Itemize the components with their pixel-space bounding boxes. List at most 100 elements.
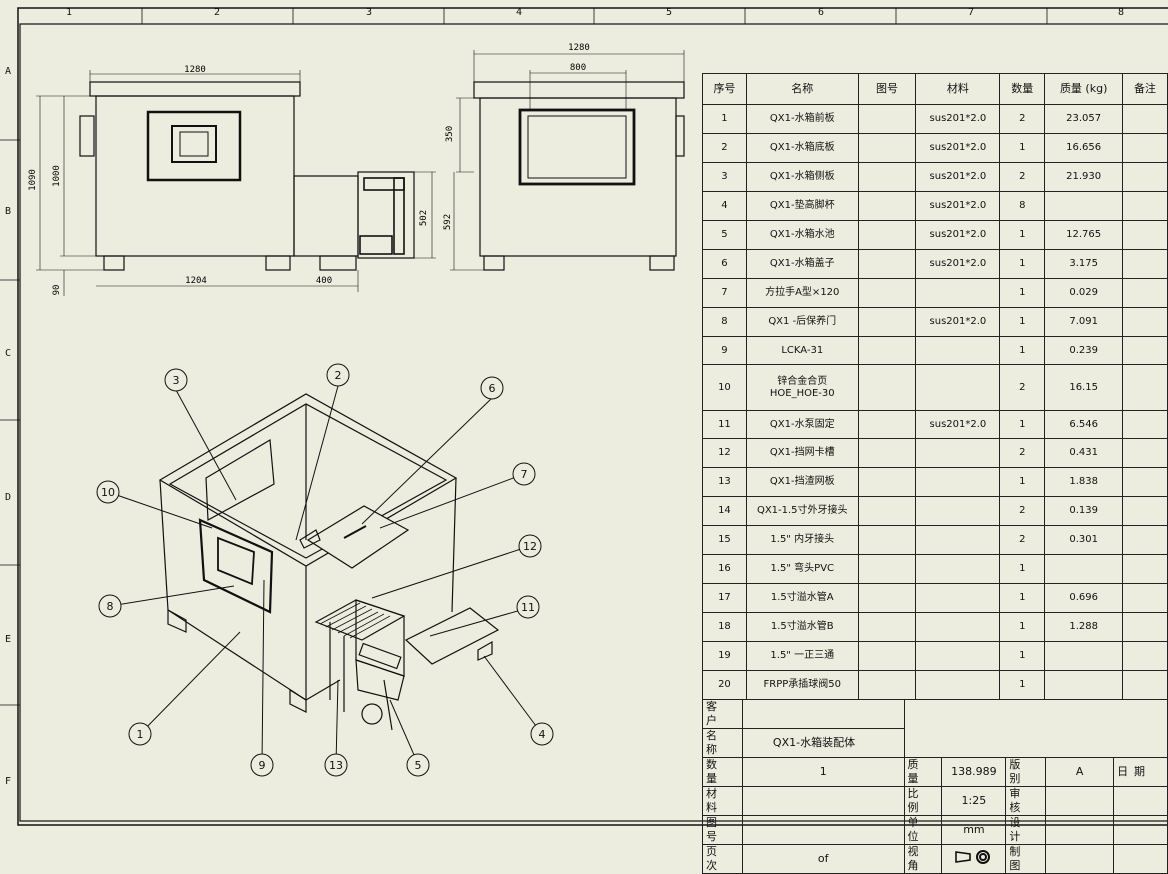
bom-header-quantity: 数量 bbox=[999, 73, 1046, 105]
zone-labels-top: 1 2 3 4 5 6 7 8 bbox=[18, 6, 1168, 20]
customer-label: 客户 bbox=[702, 699, 743, 729]
version-label: 版别 bbox=[1005, 757, 1047, 787]
bom-cell-index: 3 bbox=[702, 162, 747, 192]
bom-cell-index: 1 bbox=[702, 104, 747, 134]
bom-cell-material bbox=[915, 278, 1001, 308]
bom-cell-index: 2 bbox=[702, 133, 747, 163]
bom-cell-drawing-no bbox=[857, 525, 917, 555]
qty-label: 数量 bbox=[702, 757, 743, 787]
bom-cell-index: 19 bbox=[702, 641, 747, 671]
bom-cell-remark bbox=[1122, 133, 1168, 163]
bom-cell-index: 7 bbox=[702, 278, 747, 308]
version-value: A bbox=[1045, 757, 1115, 787]
zone-col-7: 7 bbox=[968, 7, 975, 18]
bom-cell-index: 15 bbox=[702, 525, 747, 555]
bom-cell-quantity: 8 bbox=[999, 191, 1046, 221]
title-blank-area bbox=[903, 699, 1168, 758]
bom-cell-quantity: 2 bbox=[999, 525, 1046, 555]
dim-front-box-width: 400 bbox=[316, 276, 332, 286]
side-view bbox=[473, 81, 685, 271]
bom-cell-remark bbox=[1122, 641, 1168, 671]
bom-cell-mass bbox=[1044, 191, 1124, 221]
dim-side-upper-height: 350 bbox=[445, 126, 455, 142]
draw-label: 制图 bbox=[1005, 844, 1047, 874]
bom-cell-material bbox=[915, 583, 1001, 613]
bom-cell-mass: 0.029 bbox=[1044, 278, 1124, 308]
draw-value bbox=[1045, 844, 1115, 874]
bom-cell-mass: 16.656 bbox=[1044, 133, 1124, 163]
bom-cell-quantity: 1 bbox=[999, 670, 1046, 700]
unit-value: mm bbox=[941, 815, 1007, 845]
design-label: 设计 bbox=[1005, 815, 1047, 845]
bom-cell-name: 1.5" 弯头PVC bbox=[745, 554, 859, 584]
date-label: 日期 bbox=[1113, 757, 1168, 787]
page-value: of bbox=[741, 844, 905, 874]
dim-side-window-width: 800 bbox=[570, 63, 586, 73]
dim-side-lower-height: 592 bbox=[443, 214, 453, 230]
bom-cell-drawing-no bbox=[857, 438, 917, 468]
zone-row-a: A bbox=[5, 66, 12, 77]
bom-cell-index: 8 bbox=[702, 307, 747, 337]
bom-cell-material bbox=[915, 554, 1001, 584]
design-value bbox=[1045, 815, 1115, 845]
bom-cell-name: QX1-水箱前板 bbox=[745, 104, 859, 134]
review-date bbox=[1113, 786, 1168, 816]
bom-cell-material bbox=[915, 670, 1001, 700]
dim-front-width-bottom: 1204 bbox=[185, 276, 207, 286]
bom-cell-material: sus201*2.0 bbox=[915, 307, 1001, 337]
bom-cell-name: QX1-挡网卡槽 bbox=[745, 438, 859, 468]
bom-cell-drawing-no bbox=[857, 496, 917, 526]
bom-cell-drawing-no bbox=[857, 307, 917, 337]
zone-col-4: 4 bbox=[516, 7, 523, 18]
bom-cell-mass bbox=[1044, 670, 1124, 700]
bom-cell-drawing-no bbox=[857, 191, 917, 221]
front-view-dimensions bbox=[36, 70, 359, 296]
review-value bbox=[1045, 786, 1115, 816]
bom-cell-remark bbox=[1122, 670, 1168, 700]
bom-cell-drawing-no bbox=[857, 336, 917, 365]
view-label: 视角 bbox=[903, 844, 943, 874]
bom-cell-remark bbox=[1122, 191, 1168, 221]
bom-cell-name: QX1-水箱水池 bbox=[745, 220, 859, 250]
bom-cell-material bbox=[915, 525, 1001, 555]
bom-cell-remark bbox=[1122, 612, 1168, 642]
bom-cell-name: 1.5寸溢水管A bbox=[745, 583, 859, 613]
bom-cell-remark bbox=[1122, 307, 1168, 337]
bom-cell-index: 10 bbox=[702, 364, 747, 411]
bom-cell-mass: 1.288 bbox=[1044, 612, 1124, 642]
bom-cell-mass: 0.139 bbox=[1044, 496, 1124, 526]
unit-label: 单位 bbox=[903, 815, 943, 845]
bom-cell-material: sus201*2.0 bbox=[915, 249, 1001, 279]
front-view bbox=[79, 81, 415, 271]
bom-cell-quantity: 1 bbox=[999, 467, 1046, 497]
zone-row-f: F bbox=[5, 776, 12, 787]
bom-cell-material bbox=[915, 438, 1001, 468]
isometric-grating bbox=[319, 602, 391, 639]
design-date bbox=[1113, 815, 1168, 845]
bom-cell-name: LCKA-31 bbox=[745, 336, 859, 365]
bom-header-remark: 备注 bbox=[1122, 73, 1168, 105]
bom-cell-name: 方拉手A型×120 bbox=[745, 278, 859, 308]
bom-cell-quantity: 1 bbox=[999, 278, 1046, 308]
bom-cell-drawing-no bbox=[857, 133, 917, 163]
bom-cell-mass bbox=[1044, 641, 1124, 671]
bom-cell-mass: 6.546 bbox=[1044, 410, 1124, 439]
bom-cell-remark bbox=[1122, 104, 1168, 134]
bom-cell-index: 4 bbox=[702, 191, 747, 221]
bom-cell-quantity: 2 bbox=[999, 438, 1046, 468]
bom-cell-index: 17 bbox=[702, 583, 747, 613]
bom-cell-name: QX1 -后保养门 bbox=[745, 307, 859, 337]
